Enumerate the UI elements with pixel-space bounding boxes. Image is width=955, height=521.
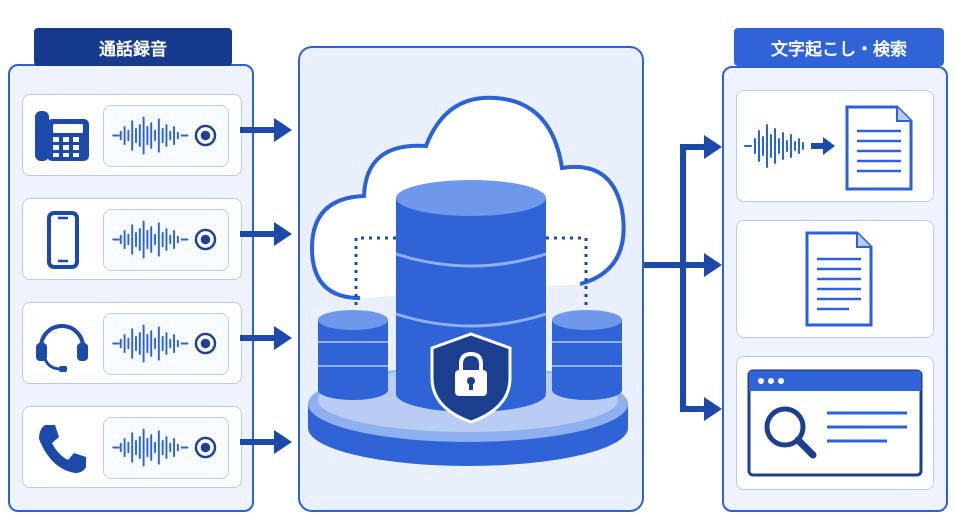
document-box xyxy=(736,220,934,338)
cloud-storage-illustration xyxy=(308,95,628,466)
search-window-icon xyxy=(747,369,923,477)
cloud-storage-panel xyxy=(298,46,644,512)
transcription-search-title: 文字起こし・検索 xyxy=(734,28,944,66)
audio-wave-icon xyxy=(112,116,217,155)
audio-wave-box xyxy=(103,105,229,167)
audio-to-document-icon xyxy=(744,105,913,191)
recording-row-phone-handset xyxy=(22,406,242,488)
recording-row-headset xyxy=(22,302,242,384)
audio-wave-icon xyxy=(112,220,217,259)
audio-wave-box xyxy=(103,313,229,375)
output-arrows xyxy=(644,135,722,421)
recording-title: 通話録音 xyxy=(34,28,232,66)
search-box xyxy=(736,356,934,490)
lock-shield-icon xyxy=(430,332,512,424)
phone-handset-icon xyxy=(39,425,86,473)
audio-wave-box xyxy=(103,209,229,271)
magnifier-icon xyxy=(764,406,817,459)
transcription-search-panel xyxy=(722,66,948,512)
recording-panel xyxy=(8,64,254,512)
audio-wave-icon xyxy=(112,324,217,363)
recording-row-desk-phone xyxy=(22,94,242,176)
audio-wave-icon xyxy=(112,428,217,467)
database-icon xyxy=(395,180,547,412)
smartphone-icon xyxy=(47,211,79,269)
database-small-right-icon xyxy=(552,310,622,400)
desk-phone-icon xyxy=(35,111,89,161)
transcription-box xyxy=(736,90,934,202)
recording-row-smartphone xyxy=(22,198,242,280)
document-icon xyxy=(805,231,873,327)
headset-icon xyxy=(36,324,88,372)
input-arrows xyxy=(240,118,292,454)
database-small-left-icon xyxy=(318,310,388,400)
audio-wave-box xyxy=(103,417,229,479)
